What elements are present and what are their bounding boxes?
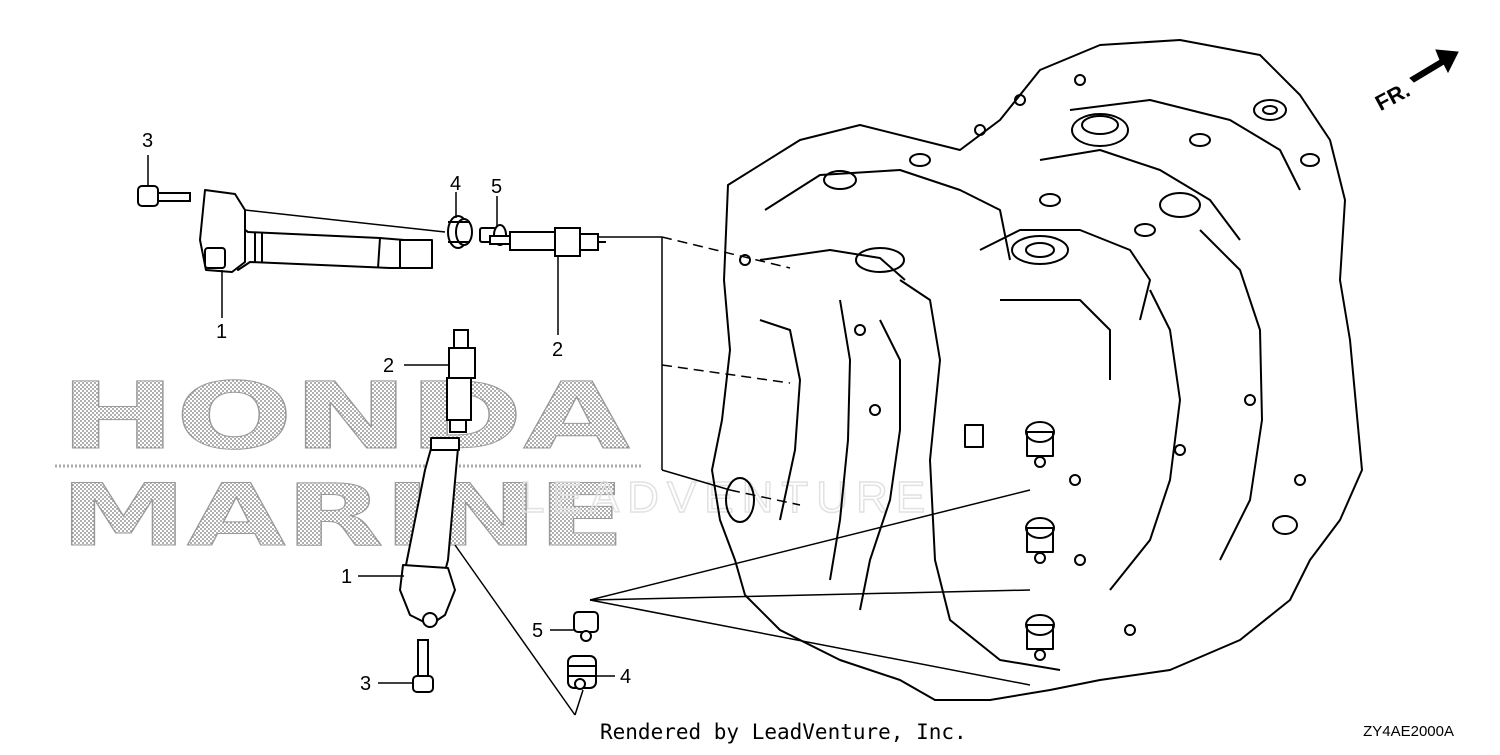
callout-5-bottom: 5 <box>532 620 543 642</box>
callout-3-left: 3 <box>360 673 371 695</box>
bolt-top <box>137 185 191 207</box>
engine-block <box>711 39 1363 701</box>
bolt-bottom <box>412 639 434 693</box>
watermark-leadventure: LEADVENTURE <box>520 473 933 522</box>
seal-top <box>447 215 473 249</box>
footer-credit: Rendered by LeadVenture, Inc. <box>600 720 967 744</box>
watermark-marine: MARINE <box>60 466 625 566</box>
diagram-code: ZY4AE2000A <box>1363 723 1454 740</box>
callout-2-left: 2 <box>383 355 394 377</box>
callout-5-top: 5 <box>491 176 502 198</box>
callout-1-top: 1 <box>216 321 227 343</box>
watermark-logo: HONDA MARINE LEADVENTURE <box>55 363 933 567</box>
watermark-honda: HONDA <box>60 363 630 470</box>
leader-lines <box>244 209 1031 716</box>
ignition-coil-bottom <box>399 437 460 628</box>
callout-3-top: 3 <box>142 130 153 152</box>
callout-1-left: 1 <box>341 566 352 588</box>
callout-2-top: 2 <box>552 339 563 361</box>
washer-bottom <box>573 611 599 642</box>
callout-4-bottom: 4 <box>620 666 631 688</box>
callout-4-top: 4 <box>450 173 461 195</box>
front-arrow-icon <box>1409 49 1459 83</box>
spark-plug-bottom <box>446 329 476 433</box>
callout-ticks <box>147 155 615 684</box>
ignition-coil-top <box>199 189 433 273</box>
front-indicator: FR. <box>1371 49 1459 116</box>
spark-plug-top <box>489 227 606 257</box>
front-label: FR. <box>1371 77 1414 116</box>
seal-bottom <box>567 655 597 690</box>
